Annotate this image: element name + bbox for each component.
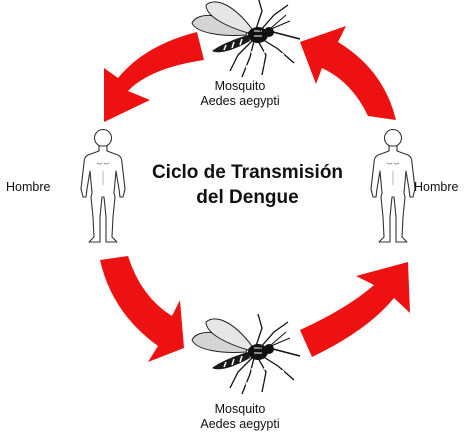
human-left-icon — [80, 128, 126, 243]
diagram-title: Ciclo de Transmisión del Dengue — [130, 160, 365, 210]
arrow-top-to-left — [104, 32, 204, 122]
arrow-left-to-bottom — [100, 256, 184, 362]
human-right-icon — [370, 128, 416, 243]
mosquito-top-icon — [191, 0, 301, 78]
mosquito-bottom-label: Mosquito Aedes aegypti — [170, 402, 310, 432]
mosquito-top-label-line2: Aedes aegypti — [200, 94, 280, 108]
arrow-right-to-top — [300, 26, 396, 120]
title-line-2: del Dengue — [196, 187, 299, 208]
mosquito-bottom-label-line2: Aedes aegypti — [200, 417, 280, 431]
arrow-bottom-to-right — [300, 262, 410, 357]
cycle-arrows — [100, 26, 410, 362]
human-left-label: Hombre — [6, 180, 51, 194]
human-right-label: Hombre — [414, 180, 459, 194]
mosquito-bottom-label-line1: Mosquito — [214, 402, 266, 416]
title-line-1: Ciclo de Transmisión — [151, 162, 344, 183]
mosquito-top-label: Mosquito Aedes aegypti — [170, 79, 310, 109]
mosquito-top-label-line1: Mosquito — [214, 79, 266, 93]
mosquito-bottom-icon — [191, 313, 301, 395]
